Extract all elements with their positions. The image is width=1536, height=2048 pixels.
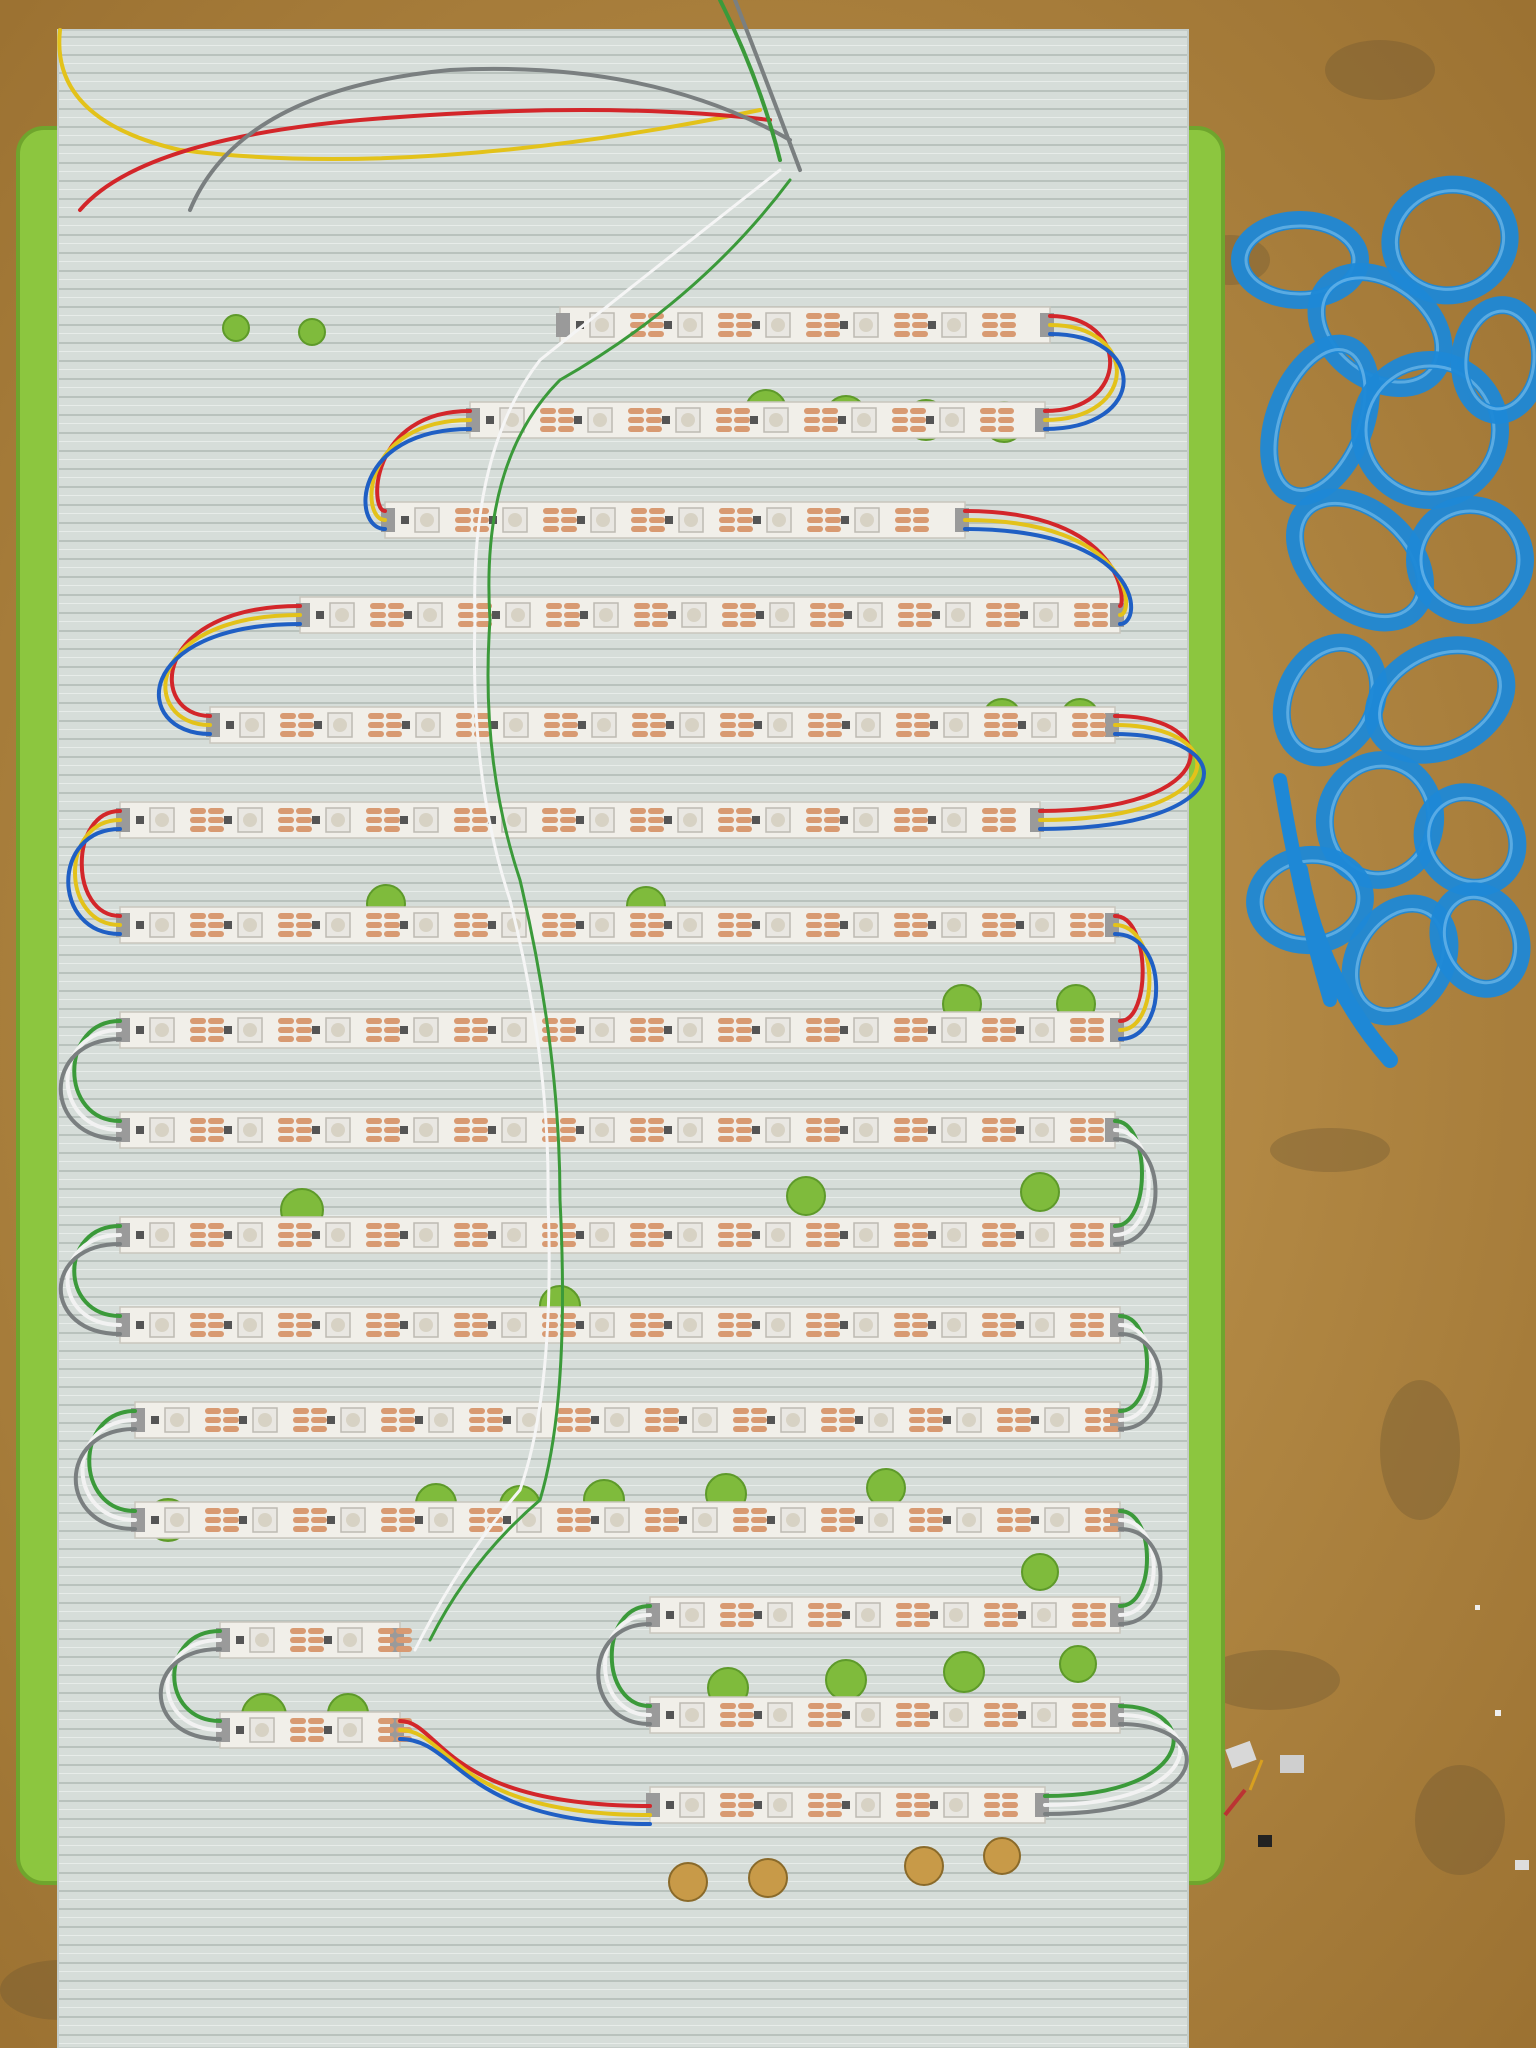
led-strip xyxy=(116,1111,1119,1149)
led-strip xyxy=(116,906,1119,944)
led-strip xyxy=(116,801,1044,839)
small-components xyxy=(1223,1605,1529,1870)
jumper-wire xyxy=(1043,332,1126,431)
led-strip xyxy=(116,1306,1124,1344)
jumper-wire xyxy=(1118,1509,1149,1608)
panel-hole xyxy=(668,1862,708,1902)
jumper-wire xyxy=(603,1613,652,1717)
tape-curl xyxy=(1364,636,1516,764)
led-strip xyxy=(381,501,969,539)
panel-hole xyxy=(1059,1645,1097,1683)
led-strip xyxy=(466,401,1049,439)
jumper-wire xyxy=(1043,314,1113,413)
tape-curl xyxy=(1450,296,1536,424)
tape-curl xyxy=(1341,894,1459,1026)
jumper-wire xyxy=(73,818,122,927)
jumper-wire xyxy=(1118,1323,1156,1422)
panel-hole xyxy=(222,314,250,342)
blue-tape-pile xyxy=(1231,175,1536,1068)
jumper-wire xyxy=(1113,923,1152,1032)
jumper-wire xyxy=(1038,723,1200,822)
tape-curl xyxy=(1350,351,1509,509)
panel-hole xyxy=(786,1176,826,1216)
tape-curl xyxy=(1406,496,1534,624)
led-strips xyxy=(116,306,1124,1824)
jumper-wire xyxy=(1118,1518,1156,1617)
panel-hole xyxy=(748,1858,788,1898)
jumper-wire xyxy=(72,1019,122,1123)
led-strip xyxy=(216,1711,412,1749)
tape-curl xyxy=(1381,175,1519,305)
jumper-wire xyxy=(80,1418,137,1522)
led-strip xyxy=(216,1621,412,1659)
led-strip xyxy=(131,1401,1124,1439)
jumper-wire xyxy=(58,1242,122,1336)
jumper-wire xyxy=(1113,1119,1144,1228)
panel-hole xyxy=(943,1651,985,1693)
jumper-wire xyxy=(158,1647,222,1741)
jumper-wire xyxy=(172,1629,222,1723)
led-strip xyxy=(296,596,1124,634)
tape-curl xyxy=(1285,488,1435,632)
jumper-wire xyxy=(398,1728,652,1817)
jumper-wire xyxy=(65,1233,122,1327)
jumper-wires xyxy=(58,314,1206,1826)
jumper-wire xyxy=(1113,932,1159,1041)
led-strip xyxy=(556,306,1054,344)
jumper-wire xyxy=(65,1028,122,1132)
jumper-wire xyxy=(1043,323,1119,422)
panel-hole xyxy=(298,318,326,346)
jumper-wire xyxy=(58,1037,122,1141)
jumper-wire xyxy=(73,1427,137,1531)
jumper-wire xyxy=(963,527,1134,626)
panel-hole xyxy=(825,1659,867,1701)
jumper-wire xyxy=(156,622,302,736)
jumper-wire xyxy=(72,1224,122,1318)
jumper-wire xyxy=(398,1737,652,1826)
jumper-wire xyxy=(1038,732,1206,831)
tape-curl xyxy=(1413,783,1527,897)
jumper-wire xyxy=(1118,1332,1163,1431)
jumper-wire xyxy=(1113,1137,1158,1246)
tape-curl xyxy=(1231,211,1369,309)
jumper-wire xyxy=(1043,1704,1176,1798)
panel-hole xyxy=(1020,1172,1060,1212)
jumper-wire xyxy=(609,1604,652,1708)
jumper-wire xyxy=(66,827,122,936)
jumper-wire xyxy=(398,1719,652,1808)
jumper-wire xyxy=(1113,1128,1151,1237)
led-strip xyxy=(116,1216,1124,1254)
jumper-wire xyxy=(1043,1722,1189,1816)
tape-curl xyxy=(1429,882,1531,998)
jumper-wire xyxy=(1118,1314,1149,1413)
led-strip xyxy=(646,1696,1124,1734)
data-wires xyxy=(413,168,792,1652)
jumper-wire xyxy=(87,1409,137,1513)
led-strip xyxy=(646,1596,1124,1634)
panel-hole xyxy=(983,1837,1021,1875)
led-strip xyxy=(646,1786,1049,1824)
jumper-wire xyxy=(1043,1713,1183,1807)
led-strip xyxy=(131,1501,1124,1539)
jumper-wire xyxy=(165,1638,222,1732)
jumper-wire xyxy=(79,809,122,918)
jumper-wire xyxy=(1113,914,1145,1023)
led-strip xyxy=(116,1011,1124,1049)
jumper-wire xyxy=(363,427,472,531)
panel-hole xyxy=(1021,1553,1059,1591)
feed-wires xyxy=(57,0,802,212)
panel-hole xyxy=(904,1846,944,1886)
jumper-wire xyxy=(596,1622,652,1726)
jumper-wire xyxy=(1118,1527,1163,1626)
jumper-wire xyxy=(1038,714,1193,813)
led-strip xyxy=(206,706,1119,744)
